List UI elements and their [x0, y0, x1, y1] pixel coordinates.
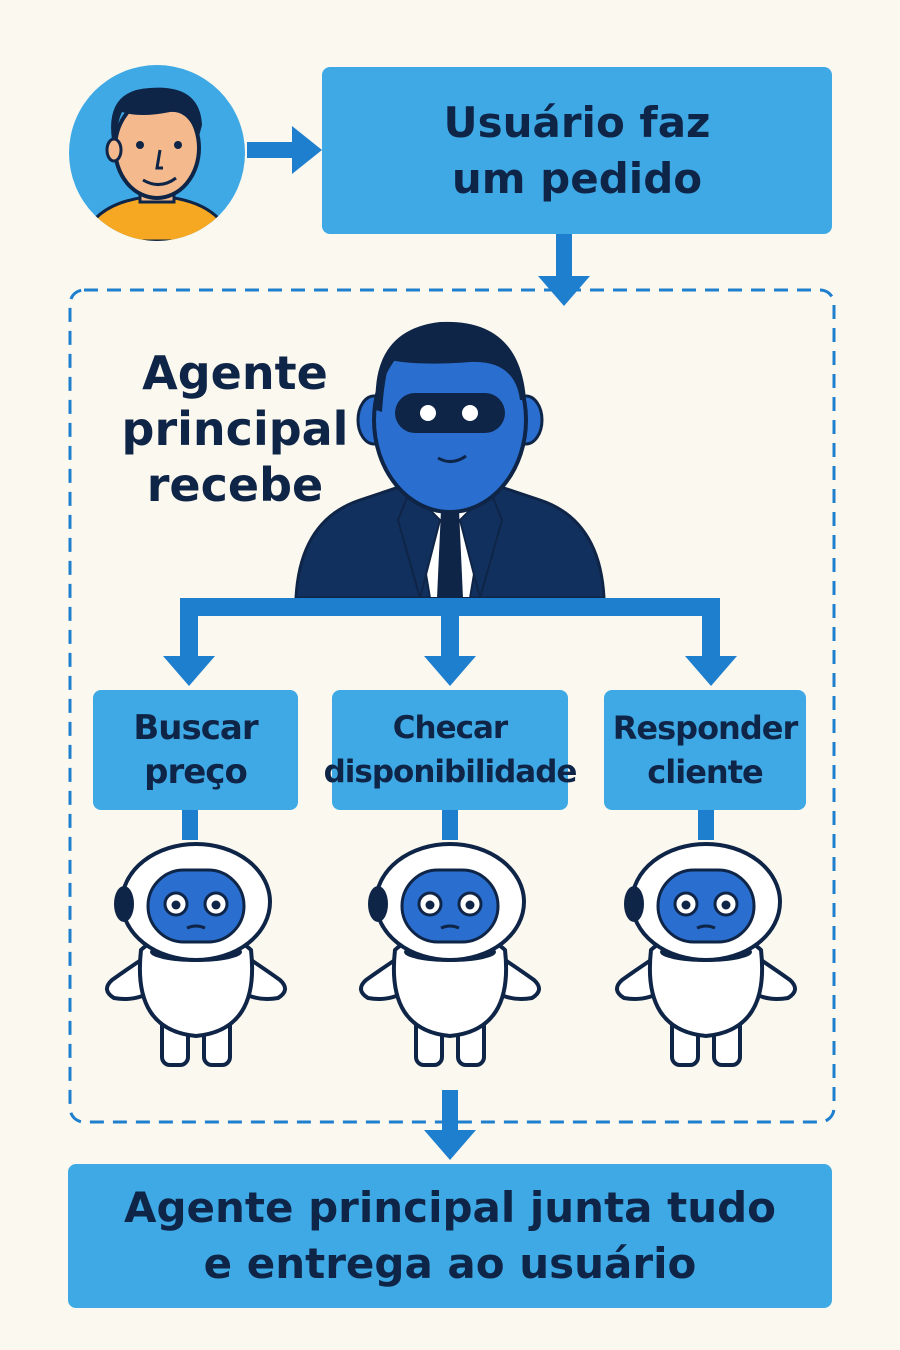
- main-agent-line-3: recebe: [146, 458, 324, 512]
- request-line-1: Usuário faz: [443, 97, 711, 147]
- task-box-checar-disponibilidade: Checar disponibilidade: [324, 690, 577, 810]
- user-request-box: Usuário faz um pedido: [322, 67, 832, 234]
- user-avatar-icon: [69, 65, 245, 241]
- final-line-1: Agente principal junta tudo: [123, 1183, 777, 1232]
- task-label-line: Checar: [392, 710, 508, 746]
- task-label-line: disponibilidade: [323, 754, 578, 790]
- task-box-responder-cliente: Responder cliente: [604, 690, 806, 810]
- robot-icon: [104, 842, 288, 1067]
- robot-icon: [614, 842, 798, 1067]
- request-line-2: um pedido: [451, 153, 703, 203]
- task-label-line: cliente: [647, 753, 763, 791]
- arrow-user-to-request: [247, 126, 322, 174]
- robot-icon: [358, 842, 542, 1067]
- agent-businessman-icon: [294, 321, 606, 602]
- task-box-buscar-preco: Buscar preço: [93, 690, 298, 810]
- final-line-2: e entrega ao usuário: [203, 1239, 697, 1288]
- arrow-agent-to-tasks: [163, 598, 737, 686]
- task-label-line: Buscar: [133, 708, 258, 748]
- main-agent-label: Agente principal recebe: [120, 345, 350, 513]
- final-result-box: Agente principal junta tudo e entrega ao…: [68, 1164, 832, 1308]
- task-label-line: Responder: [612, 709, 798, 747]
- main-agent-line-1: Agente: [142, 346, 328, 400]
- arrow-to-final: [424, 1090, 476, 1160]
- main-agent-line-2: principal: [121, 402, 349, 456]
- task-label-line: preço: [144, 752, 248, 792]
- agent-group-frame: [68, 288, 836, 1124]
- arrow-request-to-agent: [538, 234, 590, 306]
